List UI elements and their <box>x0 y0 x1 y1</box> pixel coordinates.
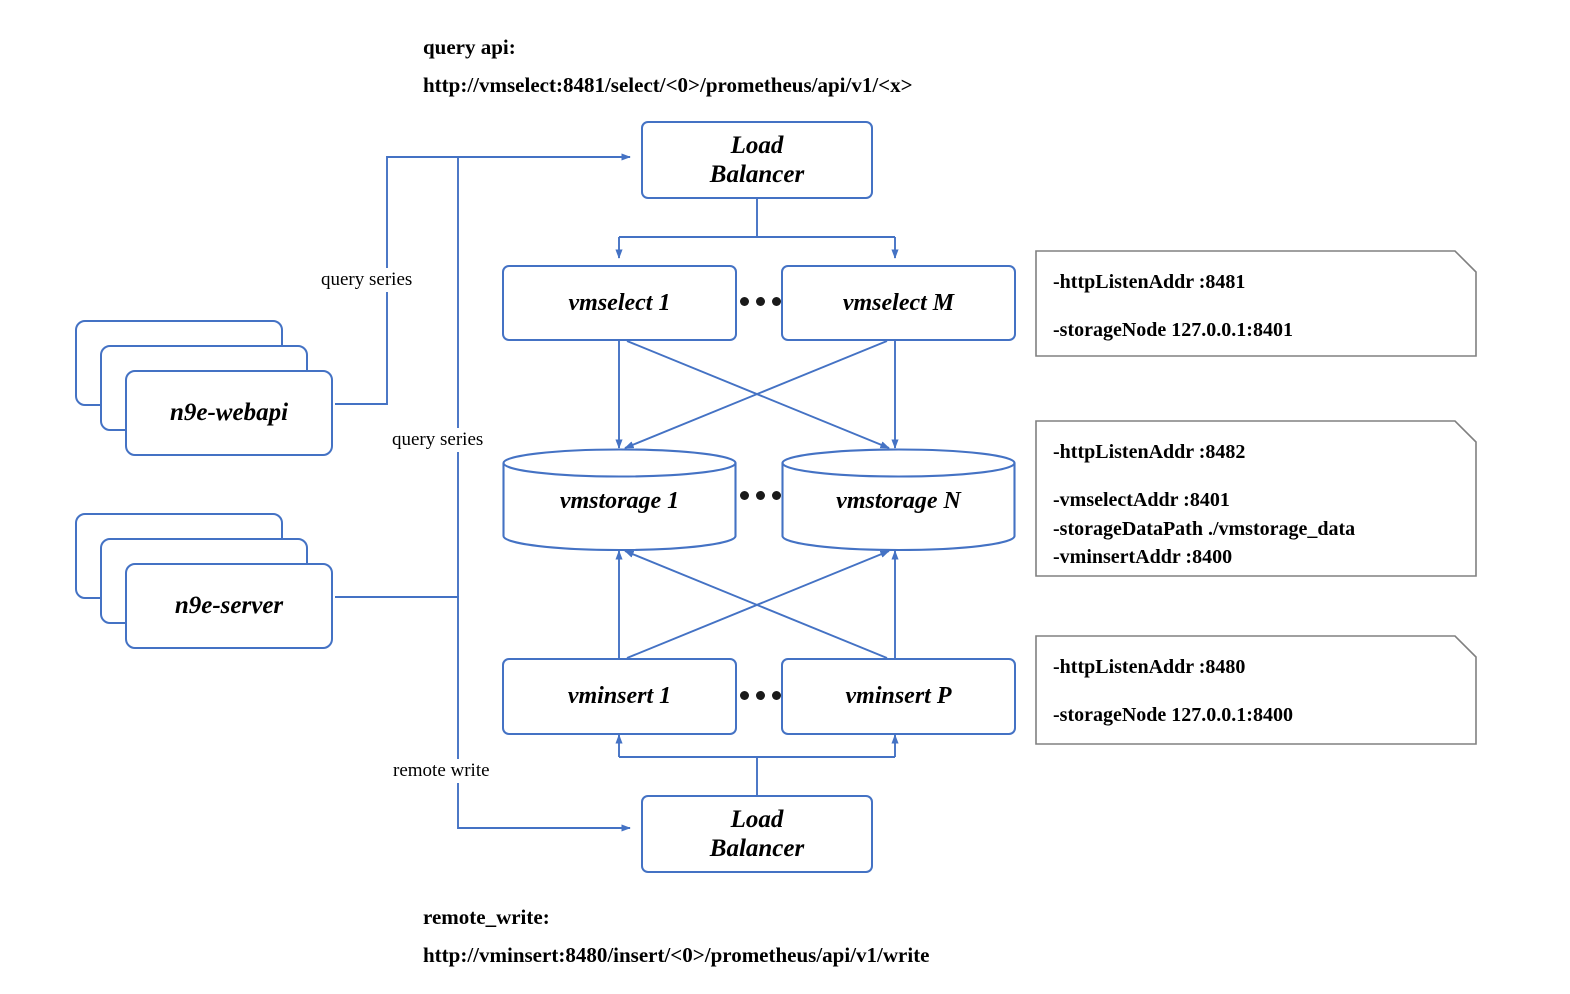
edge-label-query-series-mid: query series <box>388 428 488 452</box>
remote-write-label: remote_write: <box>423 905 550 929</box>
wire-vminsert1-to-vmstorageN <box>626 550 890 659</box>
vmstorage-n-label: vmstorage N <box>836 487 961 514</box>
ellipsis-vminsert <box>740 691 781 700</box>
note-line: -storageDataPath ./vmstorage_data <box>1053 517 1356 540</box>
note-vmselect-flags: -httpListenAddr :8481 -storageNode 127.0… <box>1035 250 1477 357</box>
edge-label-query-series-top: query series <box>317 268 417 292</box>
query-api-url: http://vmselect:8481/select/<0>/promethe… <box>423 73 913 97</box>
card-front-n9e-server[interactable]: n9e-server <box>125 563 333 649</box>
node-load-balancer-top[interactable]: Load Balancer <box>641 121 873 199</box>
client-stack-n9e-server[interactable]: n9e-server <box>75 513 335 653</box>
note-line: -storageNode 127.0.0.1:8400 <box>1053 704 1293 727</box>
node-vminsert-p[interactable]: vminsert P <box>781 658 1016 735</box>
ellipsis-vmstorage <box>740 491 781 500</box>
remote-write-url: http://vminsert:8480/insert/<0>/promethe… <box>423 943 930 967</box>
edge-label-remote-write: remote write <box>389 759 494 783</box>
lb-bottom-line-2: Balancer <box>709 835 805 862</box>
node-vminsert-1[interactable]: vminsert 1 <box>502 658 737 735</box>
note-line: -vmselectAddr :8401 <box>1053 489 1230 512</box>
card-front-n9e-webapi[interactable]: n9e-webapi <box>125 370 333 456</box>
wire-vmselect1-to-vmstorageN <box>626 340 890 449</box>
lb-top-line-1: Load <box>730 131 784 159</box>
node-vmselect-m[interactable]: vmselect M <box>781 265 1016 341</box>
wire-vminsertP-to-vmstorage1 <box>624 550 888 659</box>
vmstorage-1-label: vmstorage 1 <box>559 487 680 514</box>
note-line: -httpListenAddr :8481 <box>1053 271 1246 293</box>
ellipsis-vmselect <box>740 297 781 306</box>
note-line: -httpListenAddr :8480 <box>1053 656 1246 678</box>
query-api-label: query api: <box>423 35 516 59</box>
wire-vmselectM-to-vmstorage1 <box>624 340 888 449</box>
note-vmstorage-flags: -httpListenAddr :8482 -vmselectAddr :840… <box>1035 420 1477 577</box>
node-vmstorage-1[interactable]: vmstorage 1 <box>502 448 737 551</box>
note-vminsert-flags: -httpListenAddr :8480 -storageNode 127.0… <box>1035 635 1477 745</box>
lb-bottom-line-1: Load <box>730 805 784 833</box>
lb-top-line-2: Balancer <box>709 161 805 188</box>
client-stack-n9e-webapi[interactable]: n9e-webapi <box>75 320 335 460</box>
note-line: -httpListenAddr :8482 <box>1053 441 1246 463</box>
note-line: -storageNode 127.0.0.1:8401 <box>1053 319 1293 342</box>
node-vmstorage-n[interactable]: vmstorage N <box>781 448 1016 551</box>
node-load-balancer-bottom[interactable]: Load Balancer <box>641 795 873 873</box>
note-line: -vminsertAddr :8400 <box>1053 546 1233 569</box>
node-vmselect-1[interactable]: vmselect 1 <box>502 265 737 341</box>
